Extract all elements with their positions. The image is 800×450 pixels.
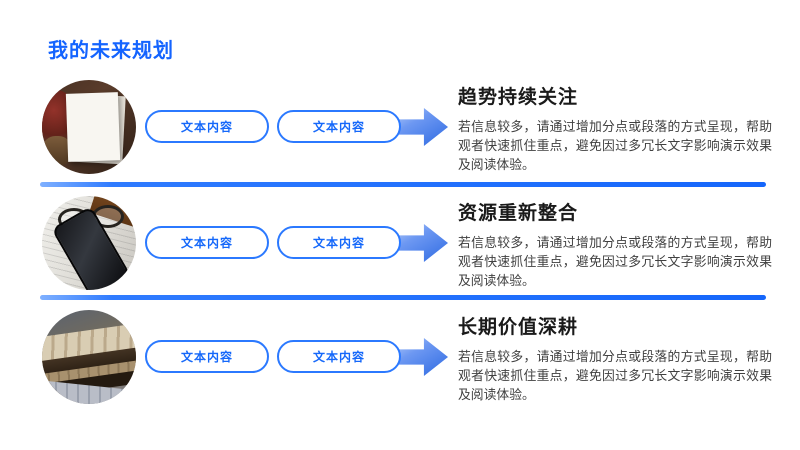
row-body: 若信息较多，请通过增加分点或段落的方式呈现，帮助观者快速抓住重点，避免因过多冗长… [458,119,772,172]
row-body: 若信息较多，请通过增加分点或段落的方式呈现，帮助观者快速抓住重点，避免因过多冗长… [458,235,772,288]
tag-pill-label: 文本内容 [180,236,233,250]
tag-pill-label: 文本内容 [180,350,233,364]
tag-pill: 文本内容 [277,226,401,259]
row-resource-integration: 文本内容 文本内容 资源重新整合 若信息较多，请通过增加分点或段落的方式呈现，帮… [0,196,800,296]
photo-phone-newspaper [42,196,136,290]
photo-old-books [42,310,136,404]
tag-pill: 文本内容 [145,340,269,373]
divider [40,182,766,187]
tag-pill-label: 文本内容 [312,350,365,364]
row-text-block: 趋势持续关注 若信息较多，请通过增加分点或段落的方式呈现，帮助观者快速抓住重点，… [458,80,772,174]
white-card-shape [65,92,121,162]
row-longterm-value: 文本内容 文本内容 长期价值深耕 若信息较多，请通过增加分点或段落的方式呈现，帮… [0,310,800,410]
tag-pill: 文本内容 [145,226,269,259]
row-body: 若信息较多，请通过增加分点或段落的方式呈现，帮助观者快速抓住重点，避免因过多冗长… [458,349,772,402]
tag-pill: 文本内容 [277,110,401,143]
row-text-block: 长期价值深耕 若信息较多，请通过增加分点或段落的方式呈现，帮助观者快速抓住重点，… [458,310,772,404]
row-heading: 趋势持续关注 [458,87,579,108]
row-heading: 资源重新整合 [458,203,579,224]
tag-pill-label: 文本内容 [180,120,233,134]
tag-pill: 文本内容 [145,110,269,143]
row-text-block: 资源重新整合 若信息较多，请通过增加分点或段落的方式呈现，帮助观者快速抓住重点，… [458,196,772,290]
photo-paper-on-desk [42,80,136,174]
tag-pill-label: 文本内容 [312,236,365,250]
row-heading: 长期价值深耕 [458,317,579,338]
tag-pill: 文本内容 [277,340,401,373]
tag-pill-label: 文本内容 [312,120,365,134]
slide-title: 我的未来规划 [48,40,174,62]
divider [40,295,766,300]
row-trend-focus: 文本内容 文本内容 趋势持续关注 若信息较多，请通过增加分点或段落的方式呈现，帮… [0,80,800,180]
